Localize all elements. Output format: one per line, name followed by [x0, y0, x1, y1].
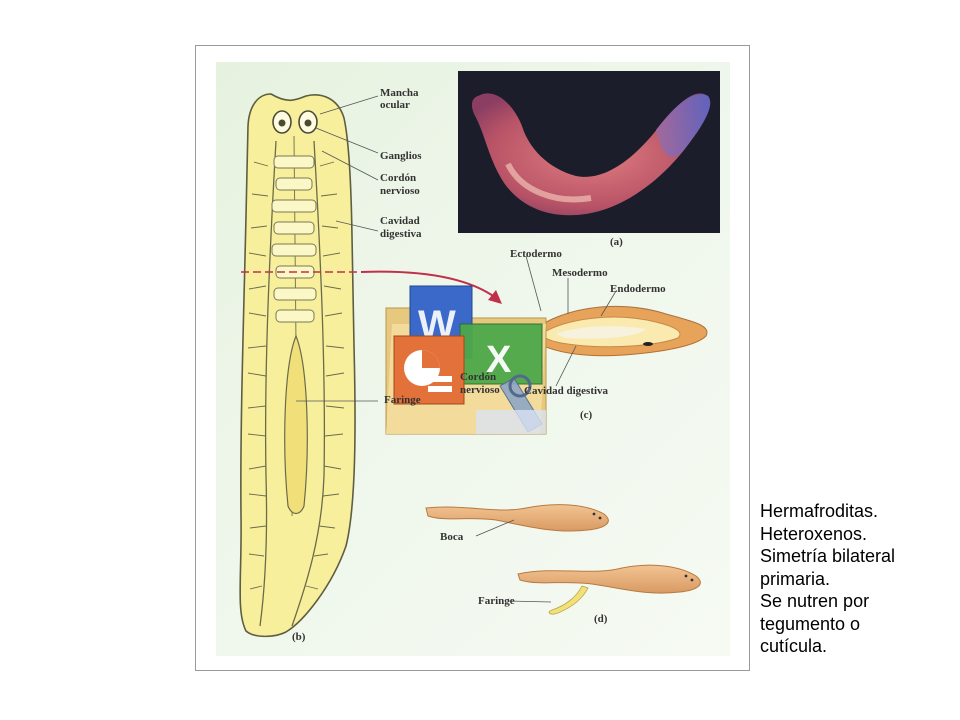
label-nervioso-c: nervioso	[460, 384, 500, 396]
planaria-d-top	[425, 504, 609, 537]
planaria-diagram: W X Mancha ocular G	[239, 71, 720, 643]
label-ganglios: Ganglios	[380, 150, 422, 162]
text-line: cutícula.	[760, 636, 828, 656]
cross-section-c	[513, 255, 708, 387]
panel-letter-b: (b)	[292, 631, 306, 643]
text-line: Simetría bilateral	[760, 546, 896, 566]
text-line: tegumento o	[760, 613, 861, 634]
characteristics-text: Hermafroditas. Heteroxenos. Simetría bil…	[760, 500, 960, 658]
planaria-body-b	[239, 93, 356, 638]
office-folder-icon: W X	[385, 285, 547, 435]
label-cavidad: Cavidad	[380, 215, 420, 227]
planaria-d-bottom	[507, 564, 701, 615]
panel-letter-c: (c)	[580, 409, 593, 421]
label-cavidad-digestiva-c: Cavidad digestiva	[524, 385, 609, 397]
text-line: primaria.	[760, 568, 831, 589]
label-nervioso: nervioso	[380, 185, 420, 197]
panel-letter-d: (d)	[594, 613, 608, 625]
label-endodermo: Endodermo	[610, 283, 666, 295]
label-cordon-c: Cordón	[460, 371, 496, 383]
label-ectodermo: Ectodermo	[510, 248, 562, 260]
svg-text:X: X	[486, 339, 512, 381]
label-mancha: Mancha	[380, 87, 419, 99]
figure-frame: W X Mancha ocular G	[195, 45, 750, 671]
label-faringe-b: Faringe	[384, 394, 421, 406]
label-faringe-d: Faringe	[478, 595, 515, 607]
label-mesodermo: Mesodermo	[552, 267, 608, 279]
label-ocular: ocular	[380, 99, 410, 111]
label-leaders-b	[296, 95, 379, 402]
text-line: Se nutren por	[760, 591, 870, 611]
label-boca: Boca	[440, 531, 464, 543]
panel-letter-a: (a)	[610, 236, 623, 248]
label-cordon: Cordón	[380, 172, 416, 184]
section-arrow	[241, 270, 502, 304]
text-line: Hermafroditas.	[760, 501, 879, 521]
label-digestiva: digestiva	[380, 228, 422, 240]
planaria-photo-a	[458, 71, 720, 233]
text-line: Heteroxenos.	[760, 523, 868, 544]
